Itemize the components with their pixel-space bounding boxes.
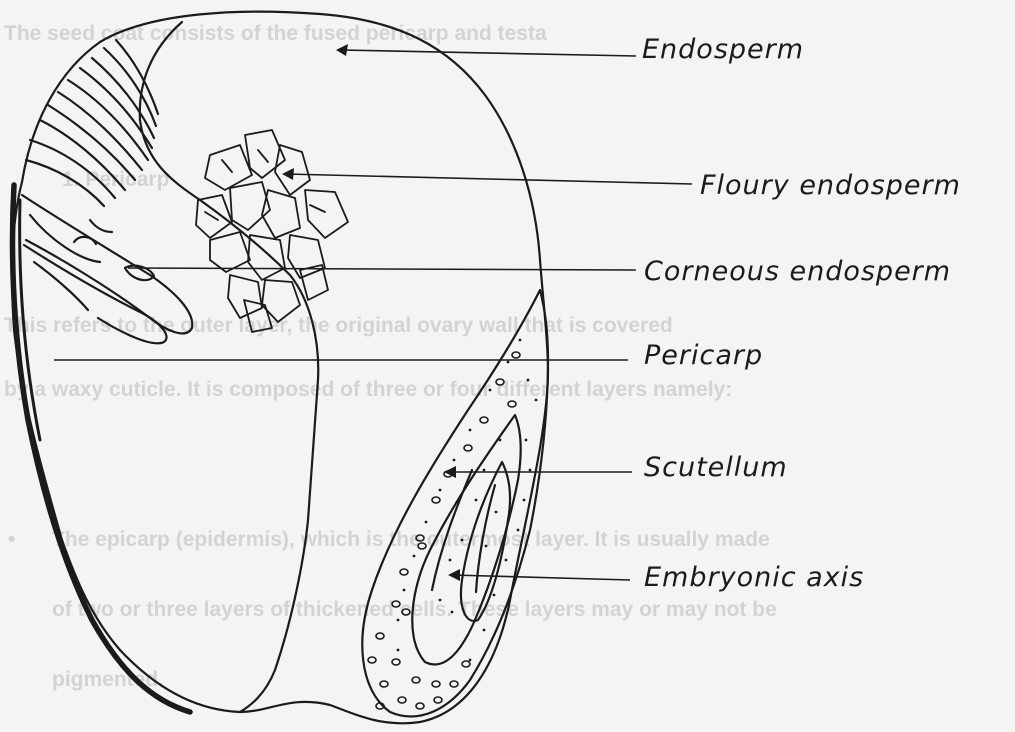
label-floury-endosperm: Floury endosperm bbox=[700, 170, 961, 201]
scutellum-stipple bbox=[397, 339, 538, 662]
leader-corneous-endosperm bbox=[128, 268, 636, 270]
leader-floury-endosperm bbox=[286, 174, 692, 184]
floury-endosperm-cells bbox=[196, 130, 348, 332]
label-embryonic-axis: Embryonic axis bbox=[644, 562, 864, 593]
label-pericarp: Pericarp bbox=[644, 340, 763, 371]
scutellum-open-circles bbox=[368, 352, 520, 709]
label-scutellum: Scutellum bbox=[644, 452, 788, 483]
label-endosperm: Endosperm bbox=[642, 34, 804, 65]
finger-projections bbox=[22, 195, 192, 343]
leader-endosperm bbox=[340, 50, 636, 56]
endosperm-inner-boundary bbox=[140, 22, 318, 712]
pericarp-dark-edge bbox=[13, 185, 190, 712]
corneous-striations bbox=[26, 40, 158, 206]
label-corneous-endosperm: Corneous endosperm bbox=[644, 256, 951, 287]
leader-embryonic-axis bbox=[452, 575, 630, 580]
